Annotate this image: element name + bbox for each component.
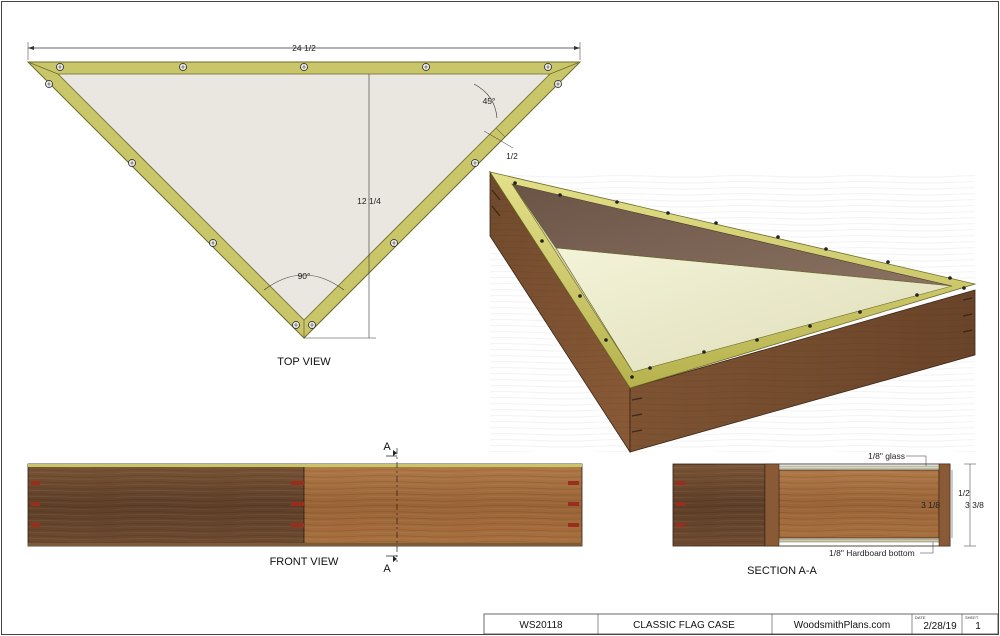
section-mark-bottom: A xyxy=(383,563,391,575)
wood-grain xyxy=(28,464,582,546)
title-block: WS20118 CLASSIC FLAG CASE WoodsmithPlans… xyxy=(483,613,999,635)
width-dimension: 24 1/2 xyxy=(292,43,316,53)
glass-callout: 1/8" glass xyxy=(868,451,905,461)
website: WoodsmithPlans.com xyxy=(794,620,891,631)
sheet-number: 1 xyxy=(975,621,981,632)
section-mark-top: A xyxy=(383,441,391,453)
plan-title: CLASSIC FLAG CASE xyxy=(633,620,735,631)
top-view-label: TOP VIEW xyxy=(277,356,331,368)
hardboard-callout: 1/8" Hardboard bottom xyxy=(829,548,915,558)
sheet-caption: SHEET xyxy=(965,615,979,620)
section-half-label: 1/2 xyxy=(958,488,970,498)
angle-90-label: 90° xyxy=(298,271,311,281)
height-dimension: 12 1/4 xyxy=(357,196,381,206)
section-height-label: 3 3/8 xyxy=(965,500,984,510)
section-width-label: 3 1/8 xyxy=(921,500,940,510)
frame-width-label: 1/2 xyxy=(506,151,518,161)
plan-number: WS20118 xyxy=(519,620,563,631)
glass-pane xyxy=(767,465,949,470)
date-caption: DATE xyxy=(915,615,926,620)
front-view-label: FRONT VIEW xyxy=(270,556,339,568)
plan-date: 2/28/19 xyxy=(923,621,957,632)
angle-45-label: 45° xyxy=(483,96,496,106)
isometric-view xyxy=(489,170,977,454)
glass-panel xyxy=(57,73,551,321)
hardboard-bottom xyxy=(767,538,949,543)
top-view: 24 1/2 12 1/4 45° xyxy=(26,42,582,368)
front-view: A A FRONT VIEW xyxy=(27,441,583,575)
section-view-label: SECTION A-A xyxy=(747,565,817,577)
section-view: 1/8" glass 1/8" Hardboard bottom 3 1/8 1… xyxy=(672,451,984,577)
